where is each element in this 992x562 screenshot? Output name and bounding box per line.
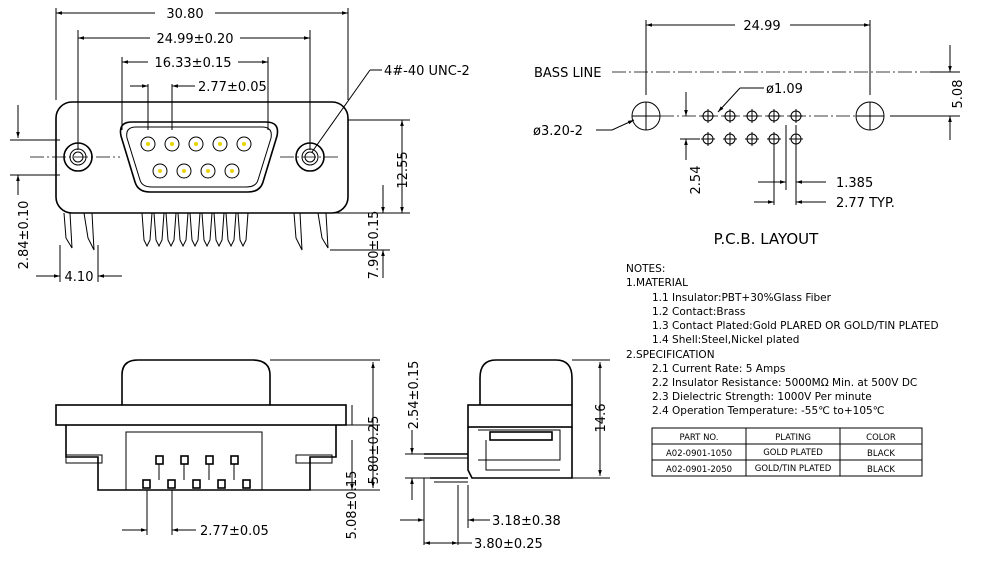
- overall-width-label: 30.80: [166, 7, 203, 22]
- row-pitch-label: 2.54: [689, 166, 704, 195]
- side-offset-label: 2.54±0.15: [407, 361, 422, 430]
- parts-table: PART NO. PLATING COLOR A02-0901-1050 GOL…: [651, 427, 923, 477]
- pin-hole-label: ø1.09: [766, 82, 803, 97]
- bottom-pin-pitch-label: 2.77±0.05: [200, 524, 269, 539]
- pcb-spacing-label: 24.99: [743, 19, 780, 34]
- note-line: 2.3 Dielectric Strength: 1000V Per minut…: [652, 391, 872, 403]
- note-line: 2.4 Operation Temperature: -55℃ to+105℃: [652, 405, 884, 417]
- row-offset-label: 5.08: [951, 80, 966, 109]
- pin-row-top: [140, 136, 252, 152]
- front-view: 30.80 24.99±0.20 16.33±0.15 2.77±0.05 4#…: [10, 7, 470, 285]
- table-cell: GOLD PLATED: [763, 448, 823, 458]
- note-line: 2.1 Current Rate: 5 Amps: [652, 363, 785, 375]
- mount-hole-label: ø3.20-2: [533, 124, 583, 139]
- pin-row-bottom: [152, 163, 240, 179]
- pin-row-width-label: 16.33±0.15: [154, 56, 231, 71]
- total-height-label: 14.6: [594, 404, 609, 433]
- pin-offset-v-label: 2.84±0.10: [17, 201, 32, 270]
- stagger-label: 1.385: [836, 176, 873, 191]
- tail-height-label: 5.80±0.25: [367, 416, 382, 485]
- side-view: 2.54±0.15 14.6 3.18±0.38 3.80±0.25: [400, 359, 610, 552]
- pin-offset-h-label: 4.10: [65, 270, 94, 285]
- thread-spec-label: 4#-40 UNC-2: [384, 64, 470, 79]
- shell-height-label: 5.08±0.15: [345, 471, 360, 540]
- tail-dim-2-label: 3.80±0.25: [474, 537, 543, 552]
- table-cell: GOLD/TIN PLATED: [755, 464, 832, 474]
- pcb-top-row: [701, 109, 803, 123]
- note-line: 2.2 Insulator Resistance: 5000MΩ Min. at…: [652, 377, 917, 389]
- note-line: 2.SPECIFICATION: [626, 349, 715, 361]
- notes-heading: NOTES:: [626, 263, 665, 275]
- pcb-bottom-row: [701, 132, 803, 146]
- note-line: 1.2 Contact:Brass: [652, 306, 745, 318]
- height-label: 12.55: [396, 151, 411, 188]
- pcb-title: P.C.B. LAYOUT: [714, 230, 819, 248]
- table-cell: A02-0901-2050: [666, 465, 732, 475]
- note-line: 1.1 Insulator:PBT+30%Glass Fiber: [652, 292, 832, 304]
- tail-length-label: 7.90±0.15: [367, 211, 382, 280]
- table-header: COLOR: [866, 433, 896, 443]
- pin-tails: [141, 212, 249, 248]
- notes: NOTES: 1.MATERIAL 1.1 Insulator:PBT+30%G…: [626, 263, 939, 417]
- note-line: 1.MATERIAL: [626, 277, 688, 289]
- table-cell: BLACK: [867, 465, 895, 475]
- mount-spacing-label: 24.99±0.20: [156, 32, 233, 47]
- pcb-layout: 24.99 BASS LINE 5.08: [533, 19, 966, 248]
- pin-pitch-label: 2.77±0.05: [198, 80, 267, 95]
- note-line: 1.4 Shell:Steel,Nickel plated: [652, 334, 799, 346]
- note-line: 1.3 Contact Plated:Gold PLARED OR GOLD/T…: [652, 320, 939, 332]
- bottom-view: 2.77±0.05 5.08±0.15 5.80±0.25: [55, 359, 382, 540]
- table-header: PART NO.: [680, 433, 719, 443]
- pcb-pitch-label: 2.77 TYP.: [836, 196, 895, 211]
- table-header: PLATING: [775, 433, 811, 443]
- bottom-pins: [142, 455, 251, 489]
- bass-line-label: BASS LINE: [534, 66, 601, 81]
- tail-dim-1-label: 3.18±0.38: [492, 514, 561, 529]
- table-cell: BLACK: [867, 449, 895, 459]
- table-cell: A02-0901-1050: [666, 449, 732, 459]
